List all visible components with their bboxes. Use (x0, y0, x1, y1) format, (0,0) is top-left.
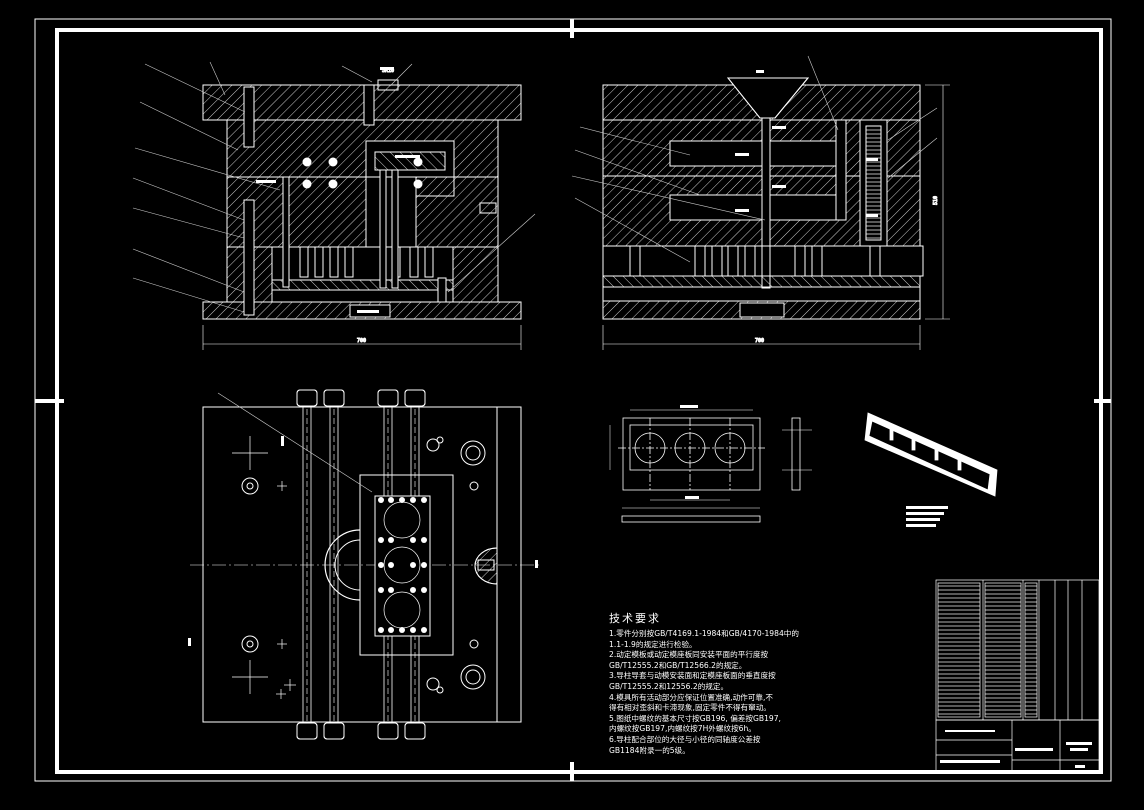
tech-req-line: GB/T12555.2和GB/T12566.2的规定。 (609, 660, 747, 670)
tech-req-line: 5.图纸中螺纹的基本尺寸按GB196, 偏差按GB197, (609, 713, 781, 723)
tech-req-line: GB/T12555.2和12556.2的规定。 (609, 681, 729, 691)
tech-req-line: 6.导柱配合部位的大径与小径的同轴度公差按 (609, 734, 761, 744)
parts-list-table (935, 579, 1100, 773)
tech-req-line: 4.模具所有活动部分应保证位置准确,动作可靠,不 (609, 692, 773, 702)
plan-view (188, 389, 540, 740)
tech-req-line: GB1184附录一的5级。 (609, 745, 690, 755)
tech-req-line: 内螺纹按GB197,内螺纹按7H外螺纹按6h。 (609, 724, 756, 734)
sprue-label: SR10 (382, 68, 394, 74)
dimension-right-height: 510 (933, 196, 939, 205)
dimension-top-right-width: 700 (755, 338, 764, 344)
tech-req-line: 3.导柱导套与动模安装面和定模座板面的垂直度按 (609, 671, 776, 681)
front-section-view: SR10 700 (132, 61, 536, 350)
tech-req-line: 1.1-1.9的规定进行检验。 (609, 639, 697, 649)
tech-req-line: 2.动定模板或动定模座板同安装平面的平行度按 (609, 650, 769, 660)
technical-requirements-title: 技术要求 (609, 612, 661, 625)
part-detail-views (609, 405, 998, 527)
technical-requirements: 技术要求 1.零件分别按GB/T4169.1-1984和GB/4170-1984… (609, 610, 839, 756)
tech-req-line: 得有相对歪斜和卡滞现象,固定零件不得有窜动。 (609, 703, 771, 713)
dimension-top-left-width: 700 (357, 338, 366, 344)
tech-req-line: 1.零件分别按GB/T4169.1-1984和GB/4170-1984中的 (609, 629, 799, 638)
drawing-frame (34, 18, 1112, 782)
side-section-view: 700 510 (571, 55, 950, 350)
